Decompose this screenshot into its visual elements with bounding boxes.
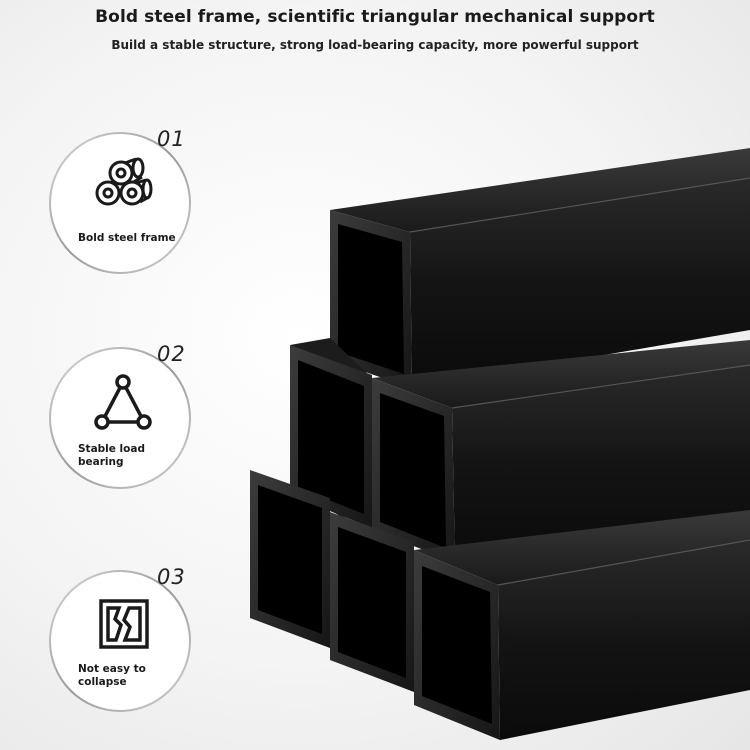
tube-bottom-middle	[330, 510, 414, 692]
feature-not-easy-to-collapse: 03 Not easy to collapse	[45, 563, 245, 723]
feature-ring	[49, 570, 191, 712]
tube-middle-right	[372, 340, 750, 562]
feature-ring	[49, 347, 191, 489]
feature-stable-load-bearing: 02 Stable load bearing	[45, 340, 245, 500]
feature-ring	[49, 132, 191, 274]
header: Bold steel frame, scientific triangular …	[0, 6, 750, 53]
feature-bold-steel-frame: 01 Bold steel frame	[45, 125, 245, 285]
feature-number: 02	[157, 342, 186, 366]
feature-label: Not easy to collapse	[78, 663, 146, 688]
crack-resist-icon	[99, 599, 149, 649]
feature-label: Bold steel frame	[78, 232, 176, 244]
triangle-support-icon	[94, 374, 152, 430]
feature-label: Stable load bearing	[78, 443, 145, 468]
page-subtitle: Build a stable structure, strong load-be…	[111, 38, 639, 52]
feature-number: 01	[157, 127, 186, 151]
tube-top	[330, 148, 750, 388]
tube-bottom-left	[250, 470, 330, 648]
tube-bottom-right	[414, 510, 750, 740]
page-title: Bold steel frame, scientific triangular …	[95, 7, 655, 27]
feature-number: 03	[157, 565, 186, 589]
tube-middle-left	[290, 338, 372, 528]
steel-rolls-icon	[95, 157, 153, 206]
